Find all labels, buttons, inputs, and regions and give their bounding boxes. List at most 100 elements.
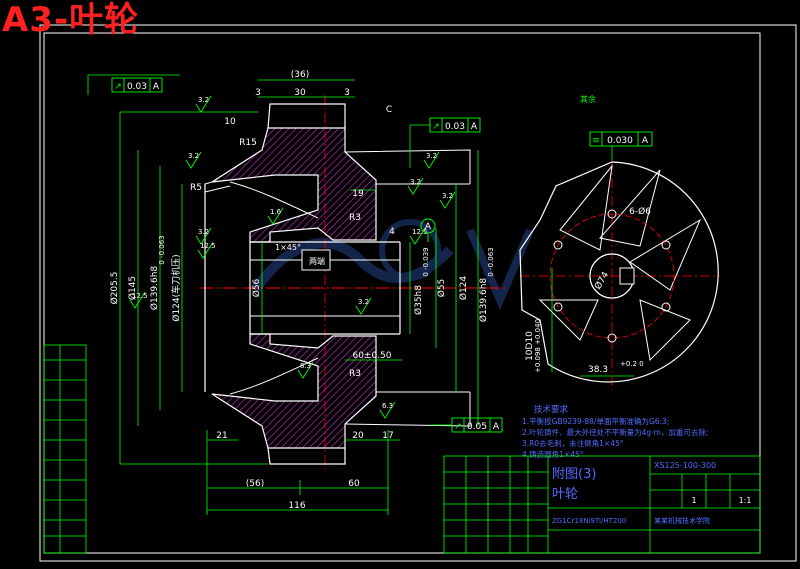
dim-key-depth: 38.3 bbox=[588, 365, 608, 375]
impeller-profile bbox=[519, 161, 719, 383]
bolt-hole bbox=[553, 302, 563, 312]
scale: 1:1 bbox=[739, 496, 752, 505]
dim-10: 10 bbox=[224, 117, 236, 127]
label-surface-finish: 其余 bbox=[580, 94, 596, 104]
roughness-mark: 1.6 bbox=[267, 207, 284, 225]
dim-3-left: 3 bbox=[255, 88, 261, 98]
dim-phi74: Ø74 bbox=[592, 270, 611, 292]
svg-text:0.030: 0.030 bbox=[607, 136, 633, 146]
tolerance-frame-mid: ↗ 0.03 A bbox=[409, 117, 481, 168]
roughness-value: 3.2 bbox=[426, 152, 437, 160]
roughness-mark: 3.2 bbox=[355, 297, 372, 315]
note-3: 3.R0去毛刺，未注倒角1×45° bbox=[522, 438, 624, 448]
tolerance-frame-bottom: ↗ 0.05 A bbox=[430, 417, 503, 433]
roughness-mark: 3.2 bbox=[423, 151, 440, 169]
roughness-mark: 12.5 bbox=[409, 227, 428, 245]
inner-border bbox=[43, 32, 761, 554]
dim-56-ref: (56) bbox=[246, 479, 264, 489]
svg-text:A: A bbox=[471, 122, 478, 132]
end-view bbox=[519, 146, 720, 390]
roughness-value: 6.3 bbox=[300, 362, 311, 370]
roughness-value: 3.2 bbox=[188, 152, 199, 160]
svg-text:↗: ↗ bbox=[432, 122, 440, 132]
sheet-banner: A3-叶轮 bbox=[2, 0, 140, 40]
roughness-value: 3.2 bbox=[198, 96, 209, 104]
roughness-value: 3.2 bbox=[358, 298, 369, 306]
dia-145: Ø145 bbox=[127, 276, 138, 300]
dia-124: Ø124 bbox=[458, 276, 469, 301]
dim-4: 4 bbox=[389, 227, 395, 237]
note-4: 4.铸造圆角1×45° bbox=[522, 449, 584, 459]
bolt-circle bbox=[549, 213, 675, 339]
dim-r3-upper: R3 bbox=[349, 213, 361, 223]
roughness-mark: 12.5 bbox=[129, 291, 148, 309]
roughness-value: 12.5 bbox=[200, 242, 216, 250]
bolt-hole bbox=[607, 333, 617, 343]
outer-border bbox=[39, 24, 797, 562]
revision-column bbox=[43, 344, 87, 554]
technical-notes: 技术要求 1.平衡按GB9239-88/单面平衡准确为G6.3; 2.叶轮铸件、… bbox=[522, 404, 708, 459]
dim-key-width: 10D10 bbox=[525, 331, 535, 361]
roughness-value: 3.2 bbox=[442, 192, 453, 200]
dim-30: 30 bbox=[294, 88, 306, 98]
svg-text:↗: ↗ bbox=[114, 82, 122, 92]
blade-lines bbox=[204, 149, 471, 427]
dim-36: (36) bbox=[291, 70, 309, 80]
dia-35-h8: Ø35h8 bbox=[413, 285, 424, 315]
dim-key-depth-tol: +0.2 0 bbox=[620, 360, 644, 368]
tolerance-frame-left: ↗ 0.03 A bbox=[111, 77, 163, 93]
datum-a-marker: A bbox=[420, 218, 436, 242]
svg-text:0.03: 0.03 bbox=[127, 82, 147, 92]
roughness-symbols: 3.2 3.2 3.2 3.2 3.2 12.5 12.5 3.2 6.3 3.2 12.5 1.6 6… bbox=[129, 95, 456, 419]
dim-20: 20 bbox=[352, 431, 364, 441]
roughness-mark: 12.5 bbox=[197, 241, 216, 259]
note-2: 2.叶轮铸件、最大外径处不平衡量为4g·m，加重可去除; bbox=[522, 427, 708, 437]
dia-56: Ø56 bbox=[251, 278, 262, 297]
roughness-value: 12.5 bbox=[412, 228, 428, 236]
svg-text:A: A bbox=[642, 136, 649, 146]
dim-60: 60 bbox=[348, 479, 360, 489]
quantity: 1 bbox=[691, 496, 696, 505]
dim-21: 21 bbox=[216, 431, 227, 441]
roughness-value: 12.5 bbox=[132, 292, 148, 300]
end-view-texts: 6-Ø6 Ø74 10D10 +0.098 +0.040 38.3 +0.2 0 bbox=[525, 206, 651, 375]
title-block-texts: 附图(3) 叶轮 XS125-100-300 1:1 1 ZG1Cr18Ni9T… bbox=[552, 461, 751, 525]
roughness-value: 3.2 bbox=[410, 178, 421, 186]
bolt-hole bbox=[661, 302, 671, 312]
svg-text:0.03: 0.03 bbox=[445, 122, 465, 132]
dim-19: 19 bbox=[352, 189, 364, 199]
dim-r15: R15 bbox=[239, 138, 257, 148]
dim-3-right: 3 bbox=[344, 88, 350, 98]
svg-text:A: A bbox=[425, 222, 432, 232]
dim-r5: R5 bbox=[190, 183, 202, 193]
roughness-value: 3.2 bbox=[198, 228, 209, 236]
tolerance-frame-symmetry: ≡ 0.030 A bbox=[589, 131, 653, 147]
svg-text:≡: ≡ bbox=[592, 136, 600, 146]
dim-holes: 6-Ø6 bbox=[629, 206, 651, 217]
label-bore-ends: 两端 bbox=[309, 256, 325, 266]
svg-text:0.05: 0.05 bbox=[467, 422, 487, 432]
keyway bbox=[619, 267, 635, 285]
organization: 某某机械技术学院 bbox=[654, 516, 710, 525]
roughness-mark: 6.3 bbox=[297, 361, 314, 379]
drawing-number: XS125-100-300 bbox=[654, 461, 716, 470]
bolt-hole bbox=[607, 209, 617, 219]
dim-chamfer: 1×45° bbox=[275, 243, 301, 252]
dia-139-6-tol-right: 0 -0.063 bbox=[487, 247, 495, 276]
svg-text:A: A bbox=[153, 82, 160, 92]
roughness-mark: 3.2 bbox=[195, 227, 212, 245]
roughness-mark: 3.2 bbox=[185, 151, 202, 169]
dia-139-6-tol-left: 0 -0.063 bbox=[158, 235, 166, 264]
dim-116: 116 bbox=[288, 501, 305, 511]
roughness-mark: 3.2 bbox=[439, 191, 456, 209]
dia-35-tol: 0 -0.039 bbox=[422, 247, 430, 276]
notes-title: 技术要求 bbox=[534, 404, 569, 415]
svg-text:↗: ↗ bbox=[454, 422, 462, 432]
roughness-mark: 6.3 bbox=[379, 401, 396, 419]
title-block bbox=[443, 455, 761, 554]
diameter-texts: Ø205.5 Ø145 Ø139.6h8 0 -0.063 Ø124(车刀机压)… bbox=[109, 235, 495, 322]
drawing-title: 附图(3) bbox=[552, 467, 596, 482]
dia-55: Ø55 bbox=[436, 279, 447, 298]
roughness-mark: 3.2 bbox=[195, 95, 212, 113]
